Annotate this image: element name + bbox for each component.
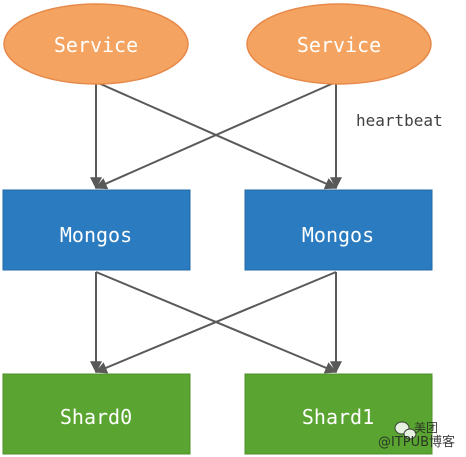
edge-service-right-to-mongos-left: [94, 81, 337, 190]
service-left-shape: [3, 3, 189, 85]
service-right-shape: [246, 3, 432, 85]
mongos-right-label: Mongos: [302, 223, 374, 247]
shard-node-right: Shard1: [244, 373, 433, 455]
heartbeat-label: heartbeat: [356, 111, 443, 130]
watermark-text: @ITPUB博客: [378, 434, 455, 450]
mongos-left-label: Mongos: [60, 223, 132, 247]
mongos-to-shard-connectors: [90, 271, 342, 374]
mongos-node-left: Mongos: [2, 189, 191, 271]
shard-right-shape: [244, 373, 433, 455]
service-left-label: Service: [54, 33, 138, 57]
mongos-right-shape: [244, 189, 433, 271]
shard-right-label: Shard1: [302, 405, 374, 429]
watermark: 美团 @ITPUB博客: [378, 421, 455, 450]
service-node-right: Service: [246, 3, 432, 85]
shard-left-shape: [2, 373, 191, 455]
service-to-mongos-connectors: [90, 81, 342, 190]
shard-left-label: Shard0: [60, 405, 132, 429]
service-node-left: Service: [3, 3, 189, 85]
watermark-logo-text: 美团: [414, 421, 438, 435]
service-right-label: Service: [297, 33, 381, 57]
shard-node-left: Shard0: [2, 373, 191, 455]
mongos-node-right: Mongos: [244, 189, 433, 271]
mongos-left-shape: [2, 189, 191, 271]
edge-mongos-right-to-shard-left: [94, 271, 337, 374]
wechat-logo-icon: [394, 421, 417, 440]
